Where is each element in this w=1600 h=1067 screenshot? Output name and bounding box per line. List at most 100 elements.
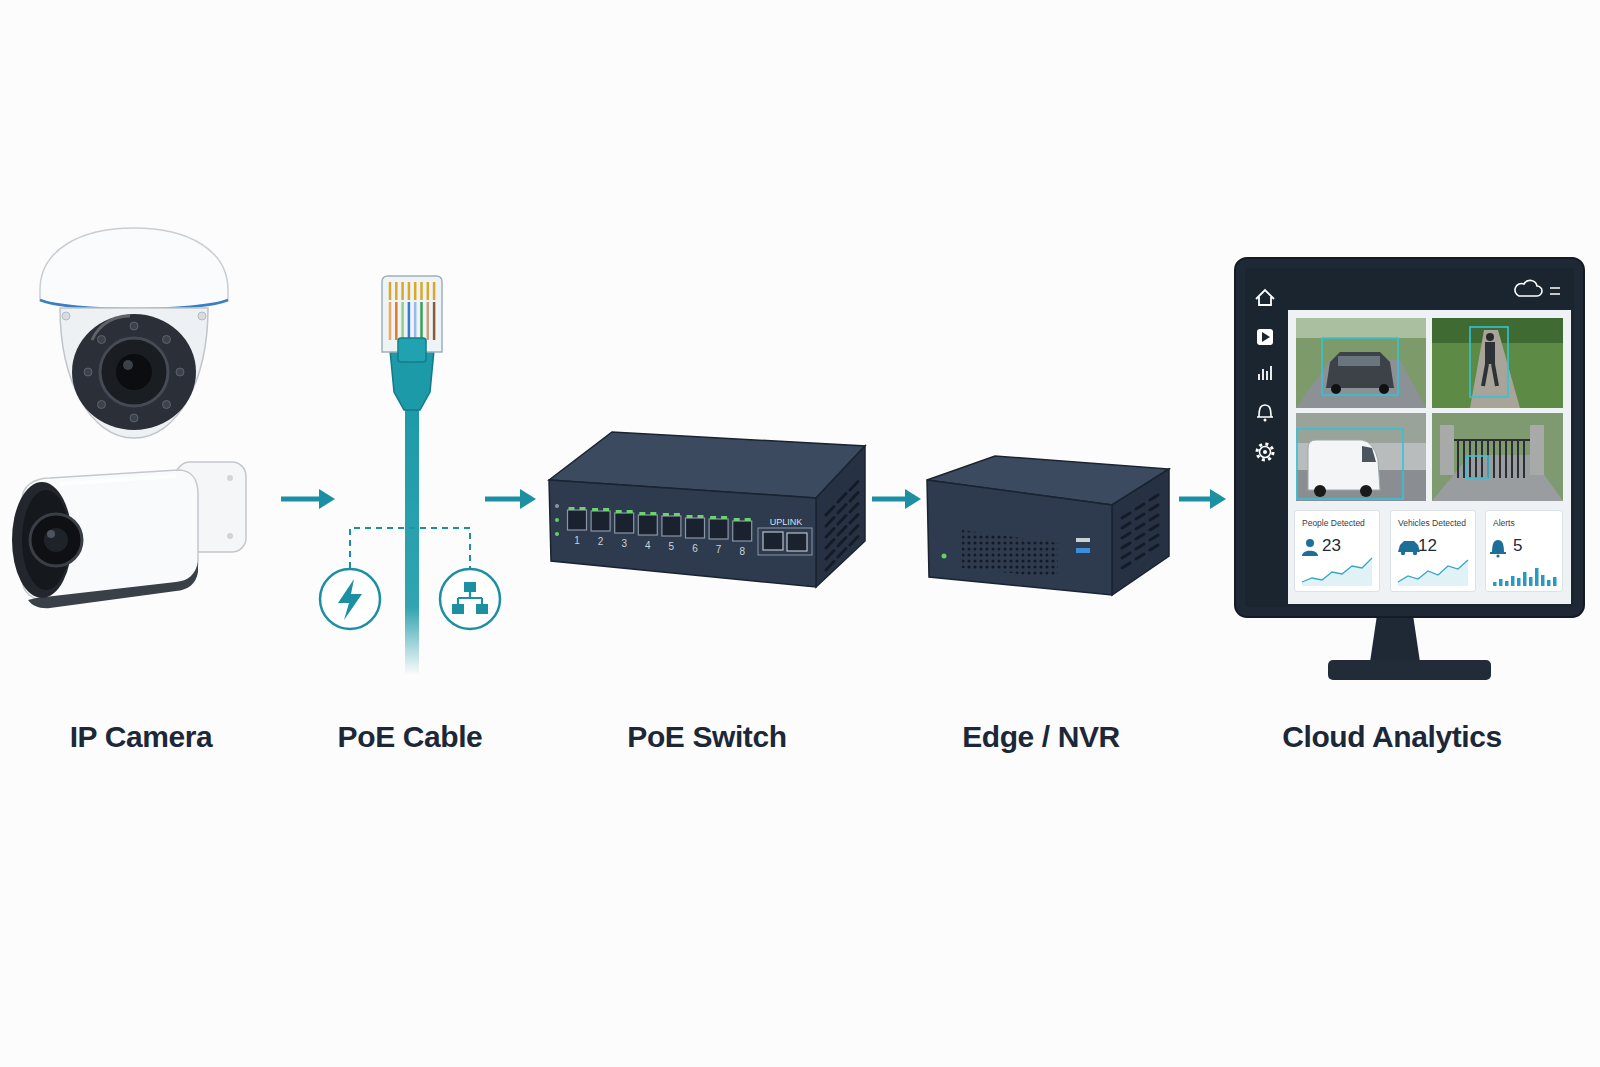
bullet-camera	[47, 530, 55, 538]
dome-camera	[176, 368, 184, 376]
person-icon	[1302, 539, 1318, 556]
poe-switch	[555, 532, 559, 536]
component-label: Edge / NVR	[891, 719, 1191, 755]
camera-feed-tile	[1379, 384, 1389, 394]
poe-cable	[389, 302, 392, 340]
port-number: 7	[679, 544, 759, 556]
network-icon	[458, 592, 482, 604]
poe-switch	[763, 532, 783, 550]
car-icon	[1413, 551, 1417, 555]
camera-feed-tile	[1470, 327, 1508, 397]
poe-switch	[826, 482, 858, 571]
poe-switch	[603, 508, 609, 511]
poe-cable	[389, 282, 392, 300]
poe-cable	[405, 405, 419, 675]
poe-switch	[555, 518, 559, 522]
trend-sparkline	[1398, 560, 1468, 582]
dashboard-monitor	[1257, 444, 1273, 460]
camera-feed-tile	[1296, 318, 1426, 408]
dashboard-monitor	[1264, 419, 1267, 422]
poe-cable	[408, 302, 411, 340]
dome-camera	[84, 322, 184, 422]
component-label: PoE Switch	[557, 719, 857, 755]
nvr-box	[942, 554, 947, 559]
poe-switch	[639, 512, 645, 515]
camera-feed-tile	[1483, 364, 1497, 386]
poe-switch	[733, 521, 752, 541]
camera-feed-tile	[1432, 413, 1563, 501]
camera-feed-tile	[1296, 413, 1426, 501]
dome-camera	[40, 228, 228, 309]
camera-feed-tile	[1322, 338, 1398, 395]
bullet-camera	[227, 475, 233, 481]
dome-camera	[92, 316, 130, 340]
camera-feed-tile	[1296, 413, 1426, 501]
edge-nvr-group: Edge / NVR	[921, 225, 1179, 760]
poe-switch	[686, 518, 705, 538]
arrow-head	[905, 489, 921, 509]
poe-cable-group: PoE Cable	[335, 225, 485, 760]
poe-switch	[745, 518, 751, 521]
camera-feed-tile	[1308, 440, 1380, 490]
poe-switch	[555, 504, 559, 508]
poe-switch	[698, 515, 704, 518]
poe-switch	[591, 511, 610, 531]
camera-feed-tile	[1360, 485, 1372, 497]
poe-switch	[568, 510, 752, 541]
poe-switch	[549, 432, 865, 587]
port-number: 1	[537, 535, 617, 547]
poe-cable	[398, 338, 426, 362]
card-value: 12	[1418, 536, 1437, 556]
dome-camera	[130, 414, 138, 422]
alert-bar-chart	[1511, 576, 1515, 586]
card-title: People Detected	[1302, 518, 1365, 528]
poe-switch	[638, 515, 657, 535]
arrow-head	[520, 489, 536, 509]
power-icon	[320, 569, 380, 629]
nvr-box	[1122, 495, 1158, 568]
bell-icon	[1492, 540, 1504, 553]
card-title: Vehicles Detected	[1398, 518, 1466, 528]
stat-card: People Detected23	[1294, 510, 1380, 592]
poe-cable	[427, 282, 430, 300]
camera-feed-tile	[1362, 446, 1376, 462]
network-icon	[476, 604, 488, 614]
arrow-shaft	[485, 497, 522, 502]
camera-feed-tile	[1454, 440, 1530, 478]
dashboard-monitor	[1257, 405, 1273, 417]
dome-camera	[116, 354, 152, 390]
poe-switch	[734, 518, 740, 521]
poe-switch	[549, 480, 816, 587]
dashboard-monitor	[1370, 615, 1420, 662]
trend-sparkline	[1302, 558, 1372, 586]
bell-icon	[1496, 554, 1499, 557]
poe-switch	[663, 513, 669, 516]
card-title: Alerts	[1493, 518, 1515, 528]
alert-bar-chart	[1493, 582, 1497, 586]
poe-switch	[569, 507, 751, 521]
dashboard-monitor	[1256, 290, 1274, 305]
arrow-shaft	[872, 497, 907, 502]
nvr-box	[1076, 548, 1090, 553]
camera-feed-tile	[1331, 384, 1341, 394]
poe-cable	[420, 302, 423, 340]
person-icon	[1306, 539, 1314, 547]
network-icon	[452, 604, 464, 614]
bullet-camera	[60, 476, 176, 484]
bell-icon	[1490, 552, 1506, 554]
dome-camera	[130, 322, 138, 330]
poe-switch	[569, 507, 575, 510]
dome-camera	[100, 338, 168, 406]
alert-bar-chart	[1499, 579, 1503, 586]
dome-camera	[123, 360, 133, 370]
port-number: 8	[702, 546, 782, 558]
dashboard-monitor	[1245, 268, 1574, 607]
poe-cable	[414, 302, 417, 340]
stat-card: Alerts5	[1485, 510, 1563, 592]
flow-arrow	[872, 489, 921, 509]
camera-group: IP Camera	[0, 225, 281, 760]
dome-camera	[62, 312, 70, 320]
camera-feed-tile	[1296, 318, 1426, 338]
camera-feed-tile	[1338, 356, 1380, 366]
